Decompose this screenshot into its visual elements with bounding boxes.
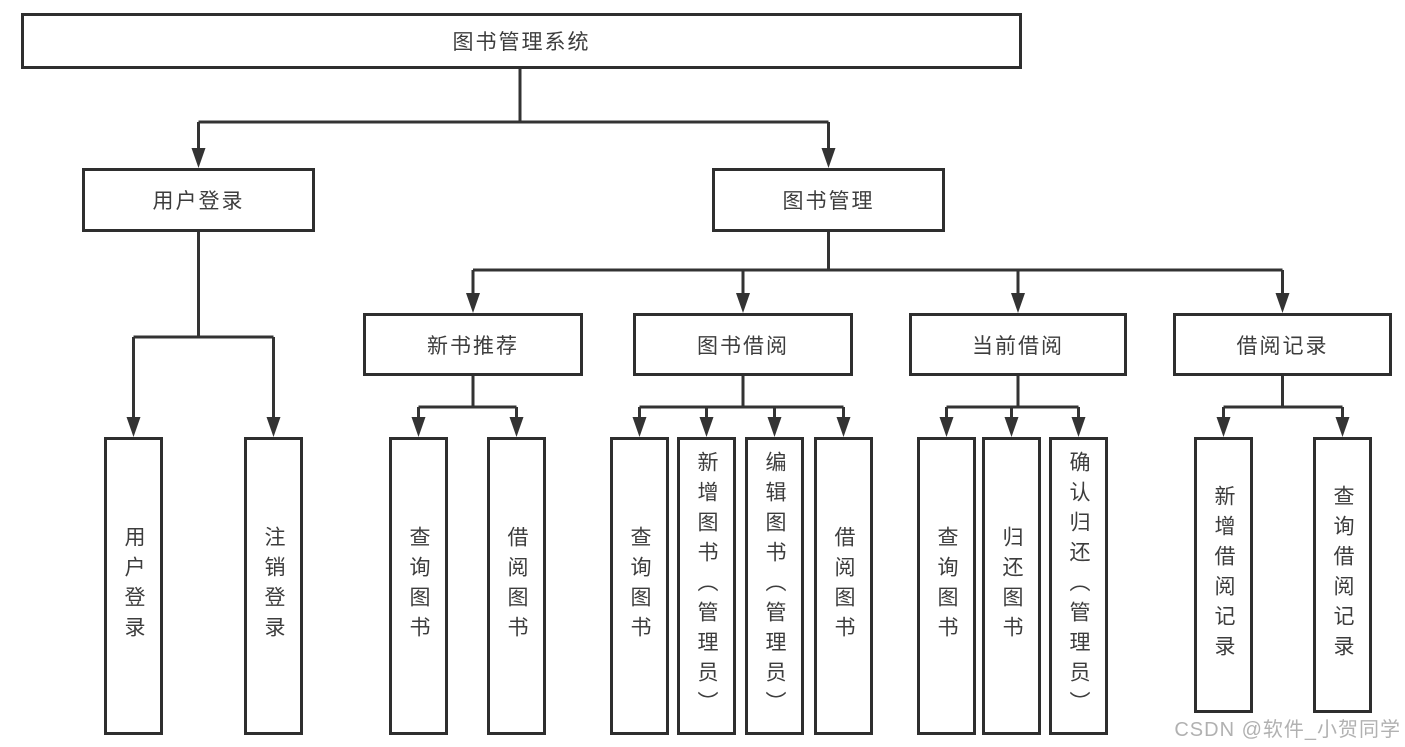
leaf-records-add-borrow-record: 新增借阅记录	[1194, 437, 1253, 713]
leaf-borrowing-edit-books-admin: 编辑图书（管理员）	[745, 437, 804, 735]
leaf-logout: 注销登录	[244, 437, 303, 735]
leaf-user-login-label: 用户登录	[122, 526, 145, 646]
node-book-borrowing: 图书借阅	[633, 313, 853, 376]
leaf-borrowing-borrow-books: 借阅图书	[814, 437, 873, 735]
node-book-management-label: 图书管理	[782, 190, 875, 213]
leaf-borrowing-borrow-books-label: 借阅图书	[832, 526, 855, 646]
node-borrowing-records-label: 借阅记录	[1236, 334, 1329, 358]
leaf-borrowing-add-books-admin-label: 新增图书（管理员）	[695, 451, 718, 721]
watermark: CSDN @软件_小贺同学	[1174, 719, 1401, 741]
leaf-newbook-query-books: 查询图书	[389, 437, 448, 735]
leaf-logout-label: 注销登录	[262, 526, 285, 646]
node-borrowing-records: 借阅记录	[1173, 313, 1392, 376]
leaf-current-confirm-return-admin: 确认归还（管理员）	[1049, 437, 1108, 735]
leaf-user-login: 用户登录	[104, 437, 163, 735]
node-book-management: 图书管理	[712, 168, 945, 232]
node-current-borrowing: 当前借阅	[909, 313, 1127, 376]
node-root: 图书管理系统	[21, 13, 1022, 69]
node-current-borrowing-label: 当前借阅	[972, 334, 1064, 358]
node-user-login: 用户登录	[82, 168, 315, 232]
leaf-records-query-borrow-record: 查询借阅记录	[1313, 437, 1372, 713]
leaf-borrowing-query-books-label: 查询图书	[628, 526, 651, 646]
leaf-newbook-borrow-books: 借阅图书	[487, 437, 546, 735]
node-book-borrowing-label: 图书借阅	[697, 334, 789, 358]
arrowhead-icons	[126, 148, 1350, 437]
leaf-current-return-books-label: 归还图书	[1000, 526, 1023, 646]
node-root-label: 图书管理系统	[452, 31, 591, 54]
leaf-newbook-borrow-books-label: 借阅图书	[505, 526, 528, 646]
node-new-book-recommendation: 新书推荐	[363, 313, 583, 376]
node-user-login-label: 用户登录	[152, 190, 245, 213]
leaf-newbook-query-books-label: 查询图书	[407, 526, 430, 646]
leaf-borrowing-query-books: 查询图书	[610, 437, 669, 735]
leaf-current-query-books-label: 查询图书	[935, 526, 958, 646]
leaf-current-query-books: 查询图书	[917, 437, 976, 735]
node-new-book-recommendation-label: 新书推荐	[427, 334, 519, 358]
leaf-records-add-borrow-record-label: 新增借阅记录	[1212, 485, 1235, 665]
leaf-current-confirm-return-admin-label: 确认归还（管理员）	[1067, 451, 1090, 721]
leaf-borrowing-edit-books-admin-label: 编辑图书（管理员）	[763, 451, 786, 721]
leaf-current-return-books: 归还图书	[982, 437, 1041, 735]
leaf-borrowing-add-books-admin: 新增图书（管理员）	[677, 437, 736, 735]
leaf-records-query-borrow-record-label: 查询借阅记录	[1331, 485, 1354, 665]
